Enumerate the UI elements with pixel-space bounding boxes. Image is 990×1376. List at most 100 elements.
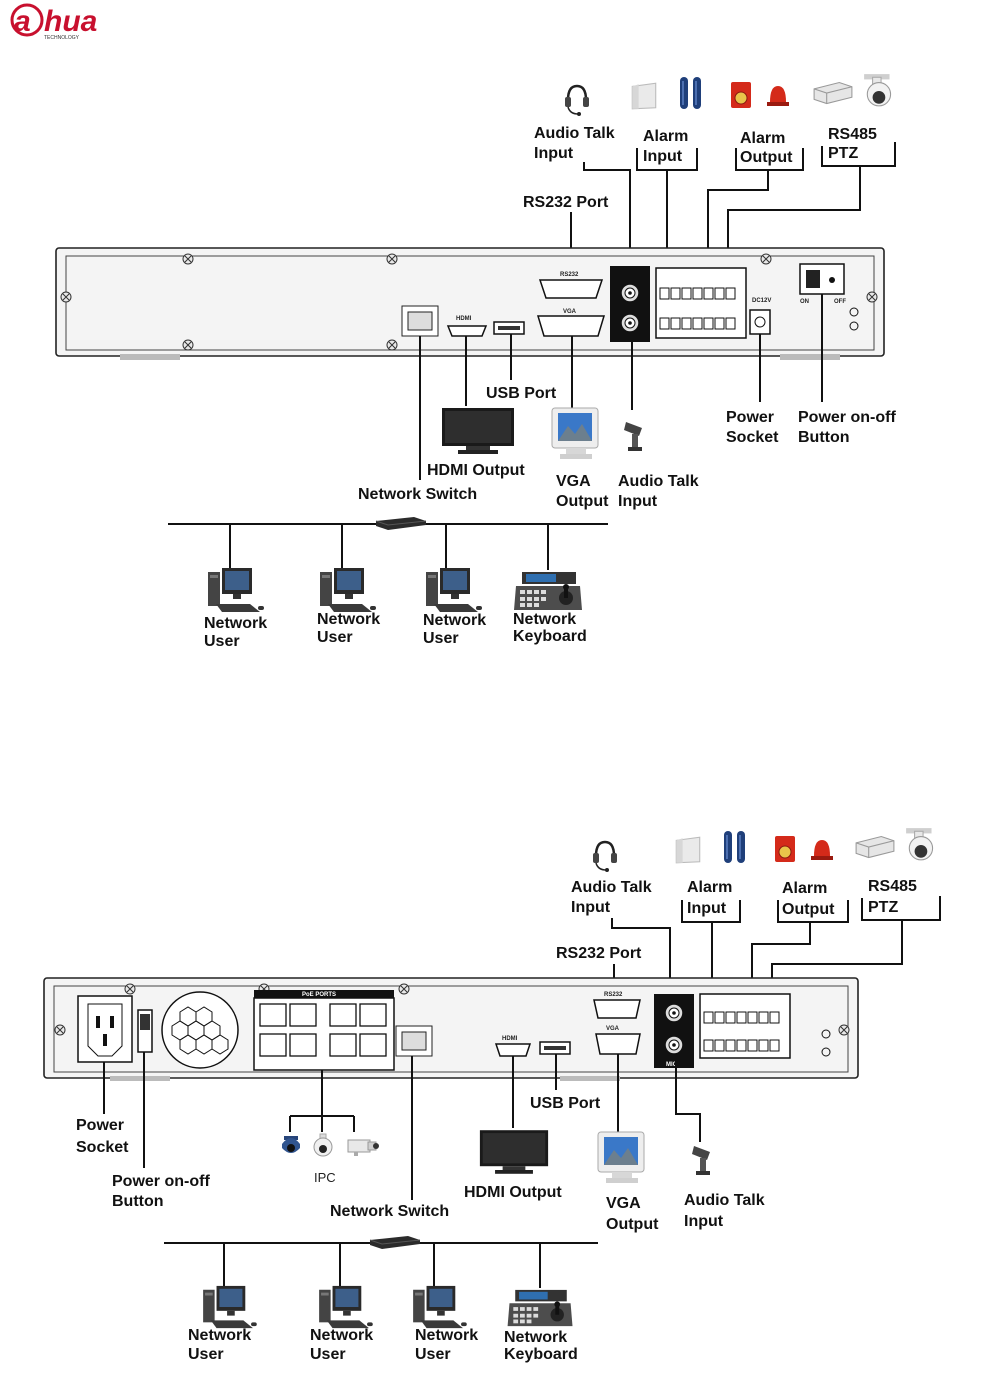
label-audio-talk-input-top: Audio Talk Input — [534, 125, 619, 162]
network-user-pc-icon — [426, 568, 482, 612]
label-power-button: Power on-off Button — [112, 1173, 214, 1210]
label-network-user-1: Network User — [188, 1327, 256, 1363]
network-switch-icon — [369, 1235, 421, 1250]
network-keyboard-icon — [514, 572, 582, 610]
screw-icon — [398, 983, 410, 995]
network-switch-icon — [375, 516, 427, 531]
wire-audio-in-bottom — [675, 1056, 701, 1142]
hdmi-monitor-icon — [479, 1130, 549, 1174]
off-mark: OFF — [834, 299, 846, 305]
label-rs232-port: RS232 Port — [523, 194, 609, 211]
siren-icon — [767, 86, 789, 106]
beam-sensor-icon — [680, 77, 701, 109]
poe-ports: PoE PORTS — [253, 990, 395, 1071]
bracket-rs485 — [727, 142, 896, 272]
network-user-pc-icon — [320, 568, 376, 612]
alarm-box-icon — [730, 81, 752, 109]
label-rs485-ptz: RS485 PTZ — [868, 878, 921, 916]
label-rs232-port: RS232 Port — [556, 945, 642, 962]
rs232-port — [538, 279, 604, 299]
hdmi-mark: HDMI — [502, 1036, 518, 1042]
network-drops — [229, 524, 549, 570]
rs232-mark: RS232 — [560, 272, 579, 278]
dc-power-socket — [749, 309, 771, 335]
screw-icon — [124, 983, 136, 995]
decoder-icon — [813, 82, 853, 105]
speed-dome-icon — [863, 73, 892, 107]
logo-tagline: TECHNOLOGY — [44, 35, 80, 41]
vga-port — [536, 315, 606, 337]
vga-mark: VGA — [563, 309, 577, 315]
headset-icon — [591, 840, 619, 874]
screw-icon — [182, 339, 194, 351]
headset-icon — [563, 84, 591, 118]
alarm-terminal-block — [655, 267, 747, 339]
screw-icon — [386, 339, 398, 351]
label-network-user-2: Network User — [310, 1327, 378, 1363]
screw-icon — [866, 291, 878, 303]
bullet-camera-icon — [347, 1139, 380, 1157]
label-vga-output: VGA Output — [606, 1195, 659, 1233]
label-network-keyboard: Network Keyboard — [504, 1329, 578, 1363]
vga-port — [595, 1033, 641, 1055]
label-alarm-input: Alarm Input — [643, 128, 693, 165]
bracket-alarm-output — [751, 900, 849, 994]
hdmi-monitor-icon — [442, 408, 514, 454]
label-rs485-ptz: RS485 PTZ — [828, 126, 881, 162]
label-network-switch: Network Switch — [330, 1203, 449, 1220]
label-alarm-input: Alarm Input — [687, 879, 737, 917]
motion-detector-icon — [675, 836, 701, 864]
vga-mark: VGA — [606, 1026, 620, 1032]
microphone-icon — [692, 1146, 710, 1175]
label-vga-output: VGA Output — [556, 473, 609, 510]
network-drops — [223, 1243, 541, 1288]
speed-dome-icon — [905, 827, 934, 861]
label-usb-port: USB Port — [486, 385, 557, 402]
label-network-user-2: Network User — [317, 611, 385, 646]
label-ipc: IPC — [314, 1170, 336, 1185]
label-usb-port: USB Port — [530, 1095, 601, 1112]
network-keyboard-icon — [507, 1289, 573, 1327]
beam-sensor-icon — [724, 831, 745, 863]
mini-dome-camera-icon — [313, 1133, 333, 1157]
dome-camera-icon — [282, 1136, 300, 1153]
hdmi-port — [494, 1043, 532, 1057]
label-alarm-output: Alarm Output — [782, 880, 835, 918]
dahua-logo: a hua TECHNOLOGY — [10, 3, 97, 41]
on-mark: ON — [800, 299, 809, 305]
label-network-user-3: Network User — [423, 612, 491, 647]
nvr-rear-panel-2: PoE PORTS HDMI RS232 VGA — [43, 977, 859, 1081]
label-alarm-output: Alarm Output — [740, 130, 793, 166]
alarm-terminal-block — [699, 993, 791, 1059]
label-network-switch: Network Switch — [358, 486, 477, 503]
label-power-socket: Power Socket — [726, 409, 779, 446]
alarm-box-icon — [774, 835, 796, 863]
screw-icon — [182, 253, 194, 265]
label-network-user-1: Network User — [204, 615, 272, 650]
audio-out-connector — [620, 283, 640, 303]
label-audio-talk-input-top: Audio Talk Input — [571, 879, 656, 916]
wire-audio-in-top — [611, 918, 671, 1000]
hdmi-port — [446, 325, 488, 337]
label-network-user-3: Network User — [415, 1327, 483, 1363]
microphone-icon — [624, 422, 642, 451]
audio-in-connector — [620, 313, 640, 333]
label-hdmi-output: HDMI Output — [427, 462, 525, 479]
label-power-button: Power on-off Button — [798, 409, 900, 446]
screw-icon — [54, 1024, 66, 1036]
nvr-rear-panel-1: HDMI RS232 VGA DC12V — [55, 247, 885, 360]
rs232-mark: RS232 — [604, 992, 623, 998]
motion-detector-icon — [631, 82, 657, 110]
vga-monitor-icon — [551, 407, 599, 460]
bracket-alarm-output — [707, 148, 804, 272]
siren-icon — [811, 840, 833, 860]
audio-out-connector — [664, 1003, 684, 1023]
mic-mark: MIC — [666, 1062, 678, 1068]
screw-icon — [386, 253, 398, 265]
hdmi-mark: HDMI — [456, 316, 472, 322]
logo-wordmark-a: a — [14, 5, 31, 38]
label-audio-talk-input-bottom: Audio Talk Input — [684, 1192, 769, 1230]
network-user-pc-icon — [203, 1285, 257, 1329]
network-user-pc-icon — [319, 1285, 373, 1329]
label-audio-talk-input-bottom: Audio Talk Input — [618, 473, 703, 510]
